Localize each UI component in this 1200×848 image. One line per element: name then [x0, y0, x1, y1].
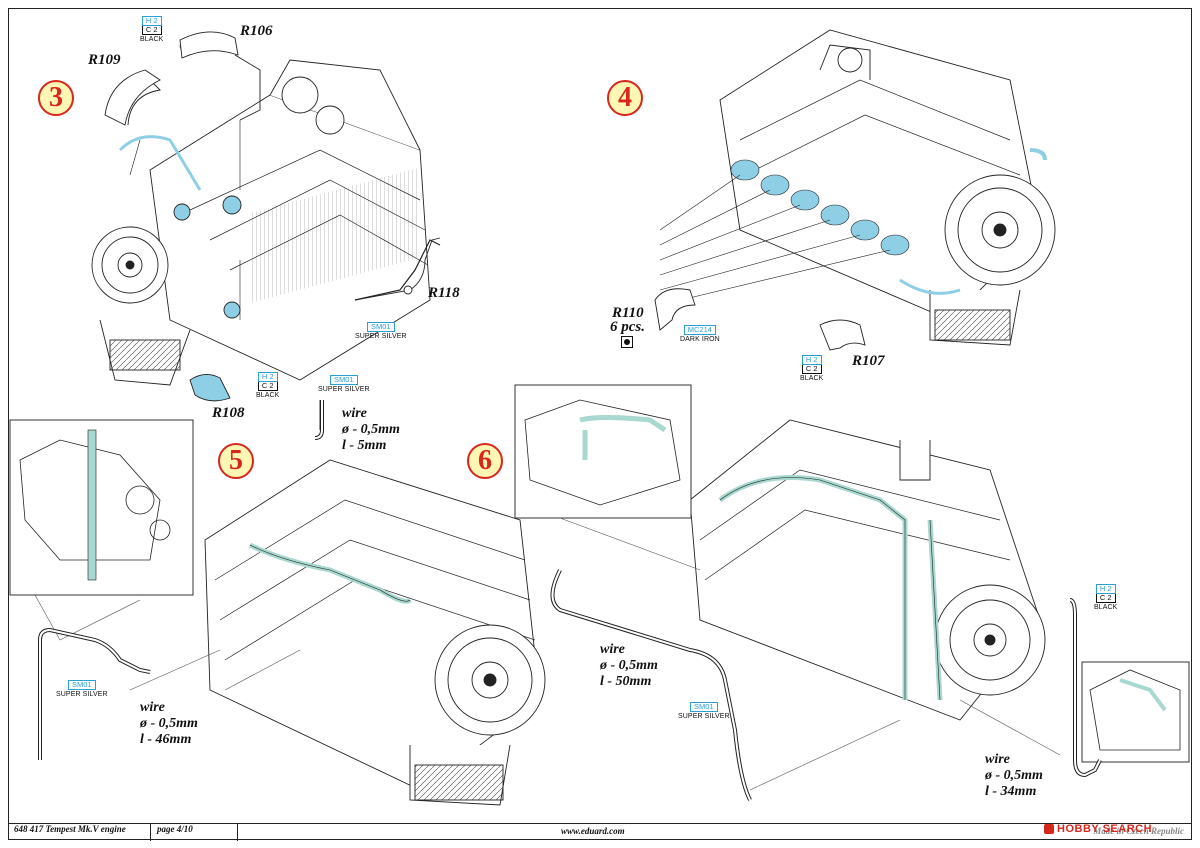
- watermark-logo-icon: [1044, 824, 1054, 834]
- paint-name: SUPER SILVER: [56, 690, 108, 698]
- wire-diameter: ø - 0,5mm: [985, 768, 1043, 784]
- wire-length: l - 5mm: [342, 438, 387, 454]
- wire-label: wire: [600, 642, 625, 657]
- paint-code-alt: C 2: [141, 25, 162, 35]
- wire-note-step5-bottom: wire ø - 0,5mm l - 46mm: [140, 700, 198, 748]
- wire-length: l - 50mm: [600, 674, 652, 690]
- step-number-4-text: 4: [618, 82, 632, 113]
- part-label-r110: R110: [612, 305, 644, 321]
- wire-note-step6-mid: wire ø - 0,5mm l - 50mm: [600, 642, 658, 690]
- paint-callout-mc214: MC214 DARK IRON: [680, 325, 720, 343]
- step-number-4: 4: [607, 80, 643, 116]
- step-number-5: 5: [218, 443, 254, 479]
- watermark: HOBBY SEARCH: [1044, 823, 1152, 835]
- paint-code-alt: C 2: [1095, 593, 1116, 603]
- part-r118-drawing: [354, 237, 441, 301]
- paint-callout-h2-step6: H 2 C 2 BLACK: [1094, 584, 1117, 611]
- paint-name: BLACK: [800, 374, 824, 382]
- paint-code: H 2: [141, 16, 162, 26]
- engine-step3: [91, 35, 441, 402]
- part-r109-drawing: [104, 69, 161, 126]
- paint-callout-h2-r108: H 2 C 2 BLACK: [256, 372, 279, 399]
- paint-name: BLACK: [256, 391, 280, 399]
- inset-step6-top: [514, 384, 692, 519]
- wire-length: l - 34mm: [985, 784, 1037, 800]
- wire-diameter: ø - 0,5mm: [140, 716, 198, 732]
- step-number-6: 6: [467, 443, 503, 479]
- wire-length: l - 46mm: [140, 732, 192, 748]
- paint-code: MC214: [683, 325, 716, 335]
- paint-name: SUPER SILVER: [355, 332, 407, 340]
- paint-code-alt: C 2: [257, 381, 278, 391]
- paint-callout-sm01-step5-top: SM01 SUPER SILVER: [318, 375, 370, 393]
- footer-website: www.eduard.com: [561, 826, 625, 836]
- footer-page-number: page 4/10: [151, 824, 238, 841]
- sheet-footer: 648 417 Tempest Mk.V engine page 4/10 ww…: [8, 823, 1192, 841]
- part-label-r109: R109: [88, 52, 121, 68]
- footer-kit-code: 648 417 Tempest Mk.V engine: [8, 824, 151, 841]
- paint-name: BLACK: [140, 35, 164, 43]
- inset-step5: [9, 419, 194, 596]
- paint-code: H 2: [1095, 584, 1116, 594]
- part-label-r107: R107: [852, 353, 885, 369]
- engine-step4: [659, 29, 1056, 346]
- paint-callout-h2-top: H 2 C 2 BLACK: [140, 16, 163, 43]
- engine-step5: [204, 400, 546, 806]
- paint-name: BLACK: [1094, 603, 1118, 611]
- paint-code: SM01: [68, 680, 96, 690]
- step-number-6-text: 6: [478, 445, 492, 476]
- part-label-r110-qty: 6 pcs.: [610, 319, 645, 335]
- paint-name: SUPER SILVER: [678, 712, 730, 720]
- wire-note-step6-right: wire ø - 0,5mm l - 34mm: [985, 752, 1043, 800]
- wire-diameter: ø - 0,5mm: [342, 422, 400, 438]
- engine-step6: [689, 419, 1046, 721]
- paint-code: SM01: [367, 322, 395, 332]
- paint-name: SUPER SILVER: [318, 385, 370, 393]
- part-r106-drawing: [179, 31, 239, 59]
- paint-code: H 2: [257, 372, 278, 382]
- paint-name: DARK IRON: [680, 335, 720, 343]
- part-label-r108: R108: [212, 405, 245, 421]
- wire-note-step5-top: wire ø - 0,5mm l - 5mm: [342, 406, 400, 454]
- step-number-3-text: 3: [49, 82, 63, 113]
- step-number-3: 3: [38, 80, 74, 116]
- paint-callout-sm01-step6: SM01 SUPER SILVER: [678, 702, 730, 720]
- part-r107-drawing: [819, 319, 866, 351]
- part-label-r118: R118: [428, 285, 460, 301]
- paint-callout-h2-r107: H 2 C 2 BLACK: [800, 355, 823, 382]
- paint-callout-sm01-step5-left: SM01 SUPER SILVER: [56, 680, 108, 698]
- watermark-text: HOBBY SEARCH: [1057, 823, 1153, 835]
- paint-callout-sm01-r118: SM01 SUPER SILVER: [355, 322, 407, 340]
- cut-symbol-icon: [621, 336, 633, 348]
- wire-label: wire: [985, 752, 1010, 767]
- part-r110-drawing: [654, 288, 696, 331]
- footer-made-in: Made in Czech Republic: [1093, 826, 1184, 836]
- paint-code: H 2: [801, 355, 822, 365]
- wire-label: wire: [140, 700, 165, 715]
- part-label-r106: R106: [240, 23, 273, 39]
- sheet-border: [8, 8, 1192, 840]
- paint-code: SM01: [330, 375, 358, 385]
- step-number-5-text: 5: [229, 445, 243, 476]
- paint-code: SM01: [690, 702, 718, 712]
- wire-label: wire: [342, 406, 367, 421]
- wire-diameter: ø - 0,5mm: [600, 658, 658, 674]
- inset-step6-right: [1081, 661, 1190, 763]
- paint-code-alt: C 2: [801, 364, 822, 374]
